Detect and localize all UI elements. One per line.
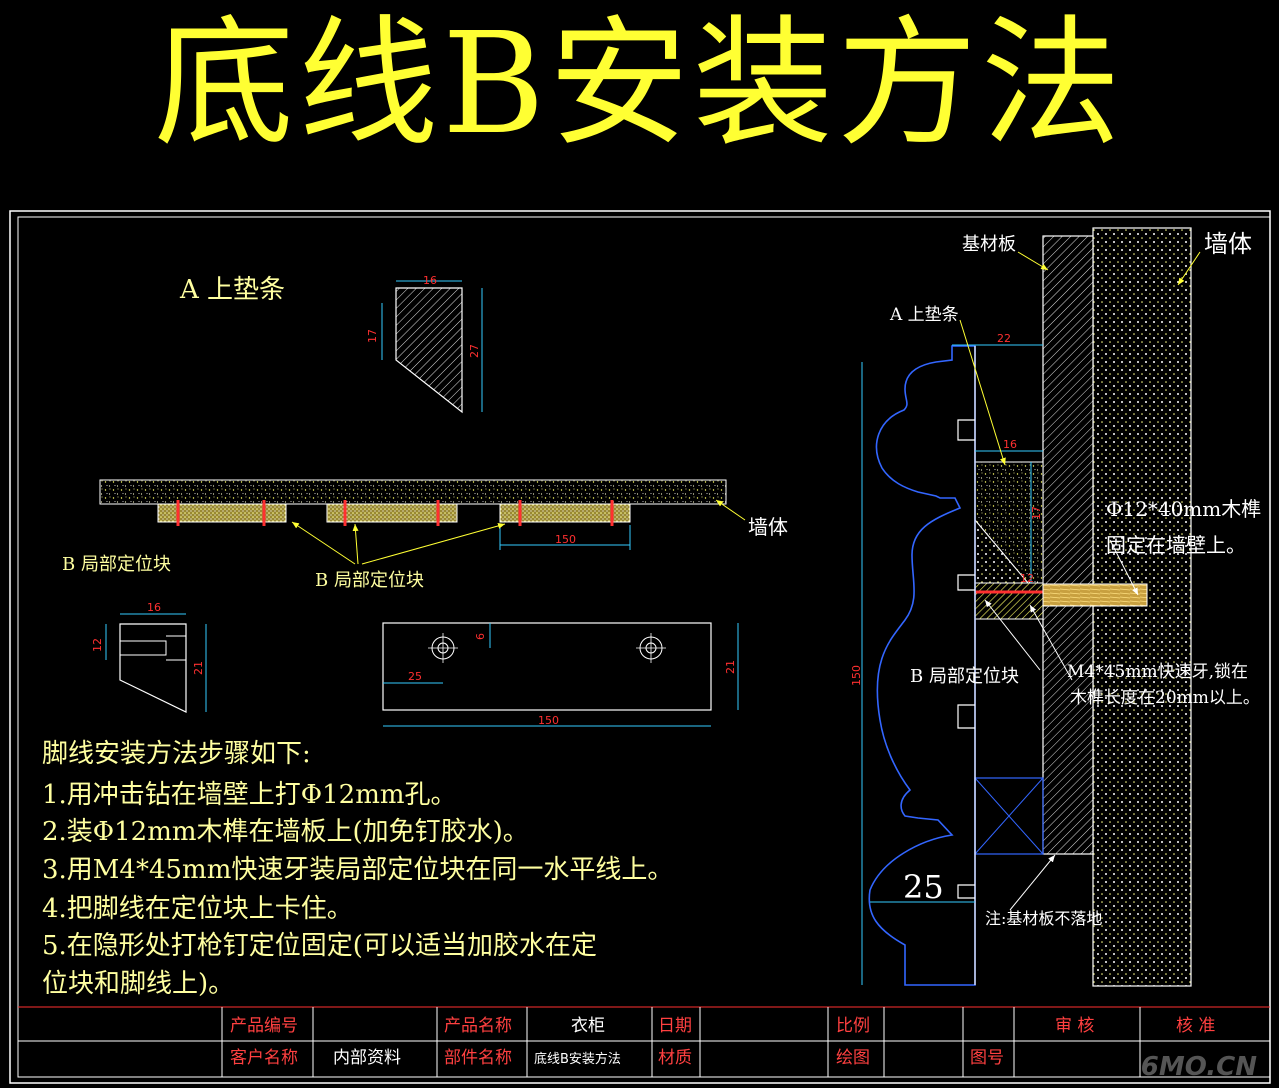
label-dowel-2: 固定在墙壁上。 <box>1106 533 1246 557</box>
tb-product-name: 产品名称 <box>444 1016 512 1036</box>
dim-a-w: 16 <box>423 274 437 287</box>
label-a-top: A 上垫条 <box>179 275 285 305</box>
tb-date: 日期 <box>658 1016 692 1036</box>
title-block <box>18 1006 1270 1077</box>
tb-scale: 比例 <box>836 1016 870 1036</box>
dim-plan-150: 150 <box>538 714 559 727</box>
base-board <box>1042 235 1094 855</box>
step-5: 5.在隐形处打枪钉定位固定(可以适当加胶水在定 <box>42 931 597 961</box>
tb-approve: 核 准 <box>1176 1016 1215 1036</box>
dim-b-w: 16 <box>147 601 161 614</box>
step-5-cont: 位块和脚线上)。 <box>42 969 234 999</box>
label-b-right: B 局部定位块 <box>910 666 1019 687</box>
dim-r-25: 25 <box>903 868 944 906</box>
skirting-profile <box>868 345 976 986</box>
tb-drawing: 绘图 <box>836 1048 870 1068</box>
dim-plan-25: 25 <box>408 670 422 683</box>
label-base-board: 基材板 <box>962 234 1016 255</box>
dim-r-22: 22 <box>997 332 1011 345</box>
label-screw-2: 木榫长度在20mm以上。 <box>1070 688 1260 708</box>
label-wall-right: 墙体 <box>1204 230 1252 258</box>
label-b-left: B 局部定位块 <box>62 554 171 575</box>
step-3: 3.用M4*45mm快速牙装局部定位块在同一水平线上。 <box>42 855 673 885</box>
step-1: 1.用冲击钻在墙壁上打Φ12mm孔。 <box>42 780 457 810</box>
tb-part-name: 部件名称 <box>444 1048 512 1068</box>
dim-plan-6: 6 <box>474 633 487 640</box>
dowel <box>1042 583 1148 607</box>
dim-r-17: 17 <box>1030 506 1043 520</box>
step-heading: 脚线安装方法步骤如下: <box>42 739 311 769</box>
tb-product-no: 产品编号 <box>230 1016 298 1036</box>
tb-product-name-val: 衣柜 <box>571 1016 605 1036</box>
b-block-plan <box>382 622 739 727</box>
dim-a-h2: 27 <box>468 344 481 358</box>
label-wall-mid: 墙体 <box>748 515 788 539</box>
right-section <box>861 227 1201 987</box>
step-4: 4.把脚线在定位块上卡住。 <box>42 894 353 924</box>
tb-part-name-val: 底线B安装方法 <box>534 1051 621 1067</box>
dim-a-h1: 17 <box>366 329 379 343</box>
tb-drawing-no: 图号 <box>970 1048 1004 1068</box>
label-b-mid: B 局部定位块 <box>315 570 424 591</box>
b-block-section <box>105 613 207 713</box>
dim-r-16: 16 <box>1003 438 1017 451</box>
dim-strip-150: 150 <box>555 533 576 546</box>
tb-client-val: 内部资料 <box>333 1048 401 1068</box>
label-screw-1: M4*45mm快速牙,锁在 <box>1067 662 1248 682</box>
label-dowel-1: Φ12*40mm木榫 <box>1106 497 1261 521</box>
tb-client: 客户名称 <box>230 1048 298 1068</box>
install-steps: 脚线安装方法步骤如下: 1.用冲击钻在墙壁上打Φ12mm孔。 2.装Φ12mm木… <box>42 739 673 999</box>
dim-plan-21: 21 <box>724 660 737 674</box>
label-note: 注:基材板不落地 <box>985 909 1102 928</box>
dim-b-h2: 21 <box>192 661 205 675</box>
dim-r-150: 150 <box>850 665 863 686</box>
a-strip-section <box>381 280 483 414</box>
tb-review: 审 核 <box>1055 1016 1094 1036</box>
dim-b-h1: 12 <box>91 638 104 652</box>
inner-frame <box>17 216 1271 1078</box>
wall-strip-plan <box>99 479 746 565</box>
tb-material: 材质 <box>658 1048 692 1068</box>
step-2: 2.装Φ12mm木榫在墙板上(加免钉胶水)。 <box>42 817 529 847</box>
watermark: 6MO.CN <box>1140 1052 1257 1082</box>
drawing-title: 底线B安装方法 <box>154 3 1125 166</box>
wall-block <box>1092 227 1192 987</box>
dim-r-12: 12 <box>1020 572 1034 585</box>
label-a-right: A 上垫条 <box>889 305 959 325</box>
